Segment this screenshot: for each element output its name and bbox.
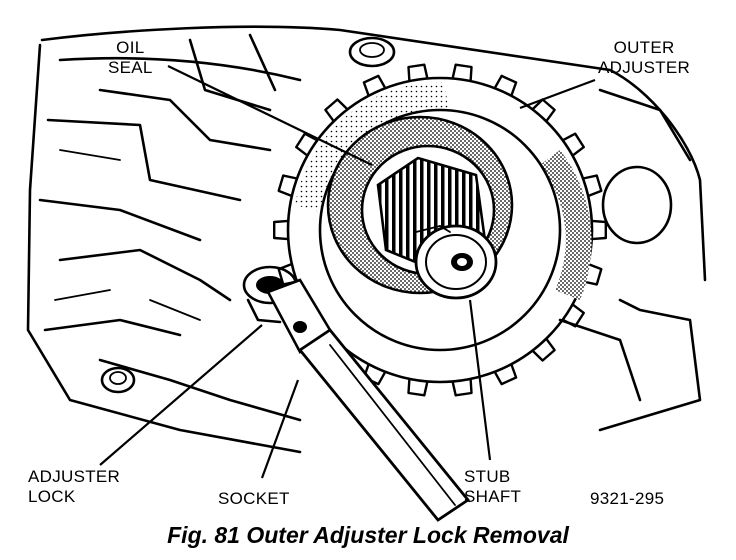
adjuster-tooth [493, 74, 518, 97]
label-outer-adjuster: OUTER ADJUSTER [598, 38, 691, 77]
adjuster-tooth [591, 219, 607, 241]
label-adjuster-lock: ADJUSTER LOCK [28, 467, 121, 506]
bolt-boss-lower [100, 366, 136, 394]
label-socket: SOCKET [218, 489, 290, 508]
label-oil-seal: OIL SEAL [108, 38, 153, 77]
adjuster-tooth [531, 337, 556, 362]
adjuster-tooth [493, 363, 518, 386]
case-right-side [558, 88, 702, 432]
adjuster-tooth [582, 262, 603, 286]
adjuster-tooth [451, 63, 473, 82]
adjuster-tooth [451, 378, 473, 397]
adjuster-tooth [324, 98, 349, 123]
adjuster-tooth [407, 378, 429, 397]
transmission-case [26, 25, 707, 454]
bolt-boss-upper [348, 36, 396, 68]
outer-adjuster-ring [273, 63, 607, 397]
adjuster-tooth [273, 219, 289, 241]
extension-bar [297, 328, 471, 522]
adjuster-tooth [295, 132, 318, 157]
adjuster-tooth [562, 303, 585, 328]
label-stub-shaft: STUB SHAFT [464, 467, 522, 506]
figure-code: 9321-295 [590, 489, 665, 508]
adjuster-tooth [277, 174, 298, 198]
adjuster-tooth [562, 132, 585, 157]
adjuster-tooth [362, 74, 387, 97]
figure-caption: Fig. 81 Outer Adjuster Lock Removal [167, 522, 569, 548]
adjuster-tooth [407, 63, 429, 82]
stub-shaft [376, 156, 498, 300]
leader-lines [99, 65, 596, 479]
adjuster-tooth [582, 174, 603, 198]
adjuster-tooth [531, 98, 556, 123]
